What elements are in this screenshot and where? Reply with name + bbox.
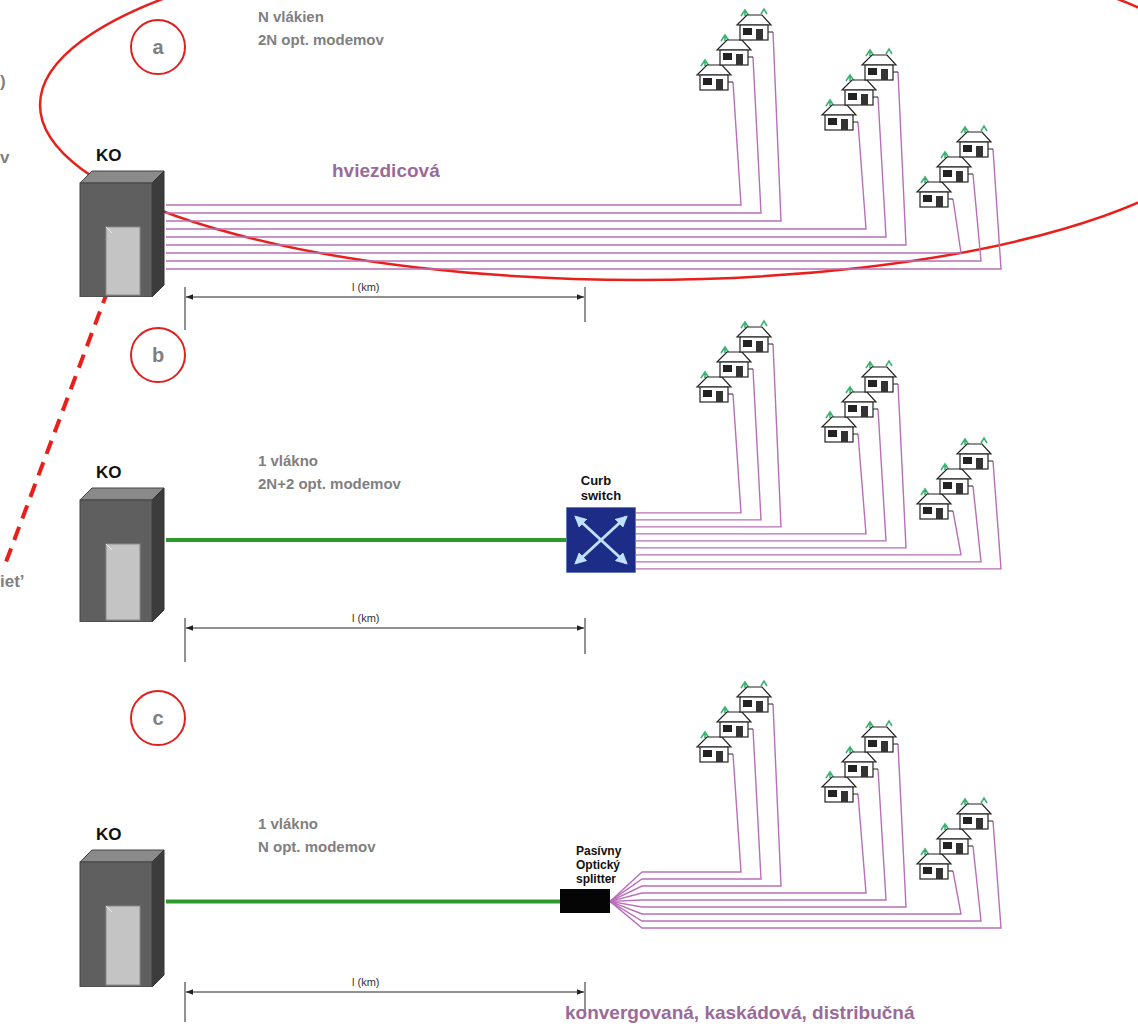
distribution-fiber [166,97,886,237]
distribution-fiber [636,511,961,555]
section-letter: b [130,327,186,383]
splitter-label: Pasívny Optický splitter [576,845,621,886]
cropped-text: v [0,148,9,168]
central-office: KO [78,145,166,297]
distribution-fiber [636,344,781,527]
cropped-text: iet’ [0,572,25,592]
house-icon [862,49,898,80]
distribution-fiber [636,369,761,520]
house-icon [737,9,773,40]
section-letter: c [130,690,186,746]
distribution-fiber [610,794,866,901]
distribution-fiber [166,32,781,221]
curb-switch-label: Curb switch [581,474,621,504]
modem-count: 2N opt. modemov [258,31,384,48]
house-icon [737,681,773,712]
distribution-fiber [636,384,906,548]
dimension-line [185,982,585,1022]
section-letter-text: a [152,37,163,57]
distribution-fiber [636,461,1001,569]
distribution-fiber [166,72,906,245]
distribution-fiber [166,57,761,213]
distribution-fiber [610,846,981,921]
distribution-fiber [610,729,761,901]
distribution-fiber [636,434,866,534]
central-office-building [78,145,166,297]
house-icon [957,438,993,469]
central-office: KO [78,462,166,622]
dimension-line [185,287,585,330]
distribution-fiber [636,409,886,541]
fiber-count: N vlákien [258,8,324,25]
section-letter-text: b [152,345,164,365]
switch-icon [566,507,636,573]
distribution-fiber [166,174,981,261]
dimension-line [185,618,585,662]
modem-count: 2N+2 opt. modemov [258,475,401,492]
distribution-fiber [636,486,981,562]
central-office-label: KO [78,145,166,167]
distribution-fiber [610,769,886,901]
houses-and-fibers [166,9,1001,928]
distance-label: l (km) [350,281,382,293]
central-office-label: KO [78,462,166,484]
highlight-ellipse [40,0,1138,280]
distance-label: l (km) [350,976,382,988]
optical-fiber-trunk [166,899,560,903]
splitter-icon [560,889,610,913]
distribution-fiber [610,871,961,914]
section-letter: a [130,19,186,75]
distance-label: l (km) [350,612,382,624]
fiber-count: 1 vlákno [258,815,318,832]
house-icon [957,126,993,157]
topology-types: konvergovaná, kaskádová, distribučná [565,1002,915,1024]
house-icon [957,798,993,829]
topology-name: hviezdicová [332,160,440,182]
modem-count: N opt. modemov [258,838,376,855]
distribution-fiber [610,704,781,901]
house-icon [737,321,773,352]
section-letter-text: c [152,708,163,728]
distribution-fiber [166,82,741,205]
distribution-fiber [166,149,1001,269]
cropped-text: ) [0,72,6,92]
distribution-fiber [166,199,961,253]
distribution-fiber [610,744,906,907]
distribution-fiber [636,394,741,513]
distribution-fiber [610,821,1001,928]
house-icon [862,721,898,752]
central-office-building [78,462,166,622]
central-office-label: KO [78,824,166,846]
curb-switch: Curb switch [566,474,636,573]
central-office: KO [78,824,166,987]
distribution-fiber [166,122,866,229]
optical-splitter: Pasívny Optický splitter [560,845,624,913]
optical-fiber-trunk [166,538,566,542]
fiber-count: 1 vlákno [258,452,318,469]
central-office-building [78,824,166,987]
house-icon [862,361,898,392]
